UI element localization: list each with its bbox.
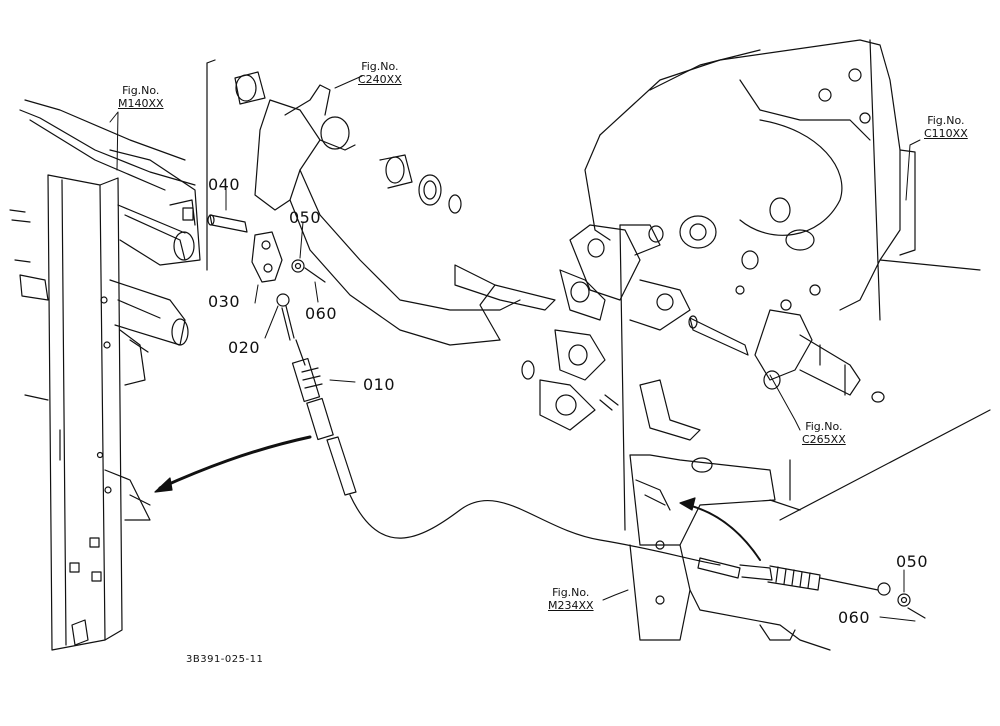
callout-030: 030	[208, 292, 241, 311]
control-cable	[291, 339, 926, 619]
left-frame-assembly	[9, 99, 201, 651]
transmission-case	[584, 39, 916, 321]
callout-050-right: 050	[896, 552, 929, 571]
direction-arrows	[154, 435, 761, 561]
callout-060-upper: 060	[305, 304, 338, 323]
fig-ref-m234-code: M234XX	[548, 599, 594, 612]
fig-ref-m140-code: M140XX	[118, 97, 164, 110]
fig-ref-m234: Fig.No. M234XX	[548, 586, 594, 612]
callout-010: 010	[363, 375, 396, 394]
fig-ref-c265: Fig.No. C265XX	[802, 420, 846, 446]
pedal-assembly	[206, 59, 556, 346]
fig-ref-m140: Fig.No. M140XX	[118, 84, 164, 110]
fig-ref-m140-prefix: Fig.No.	[122, 84, 160, 97]
callout-020: 020	[228, 338, 261, 357]
fig-ref-c110: Fig.No. C110XX	[924, 114, 968, 140]
linkage-assembly	[521, 224, 991, 651]
leader-lines	[109, 75, 921, 622]
callout-060-right: 060	[838, 608, 871, 627]
fig-ref-m234-prefix: Fig.No.	[552, 586, 590, 599]
fig-ref-c265-prefix: Fig.No.	[805, 420, 843, 433]
fig-ref-c110-code: C110XX	[924, 127, 968, 140]
callout-040: 040	[208, 175, 241, 194]
fig-ref-c240-prefix: Fig.No.	[361, 60, 399, 73]
fig-ref-c265-code: C265XX	[802, 433, 846, 446]
fig-ref-c240: Fig.No. C240XX	[358, 60, 402, 86]
callout-050-upper: 050	[289, 208, 322, 227]
fig-ref-c110-prefix: Fig.No.	[927, 114, 965, 127]
drawing-id: 3B391-025-11	[186, 654, 264, 665]
fig-ref-c240-code: C240XX	[358, 73, 402, 86]
